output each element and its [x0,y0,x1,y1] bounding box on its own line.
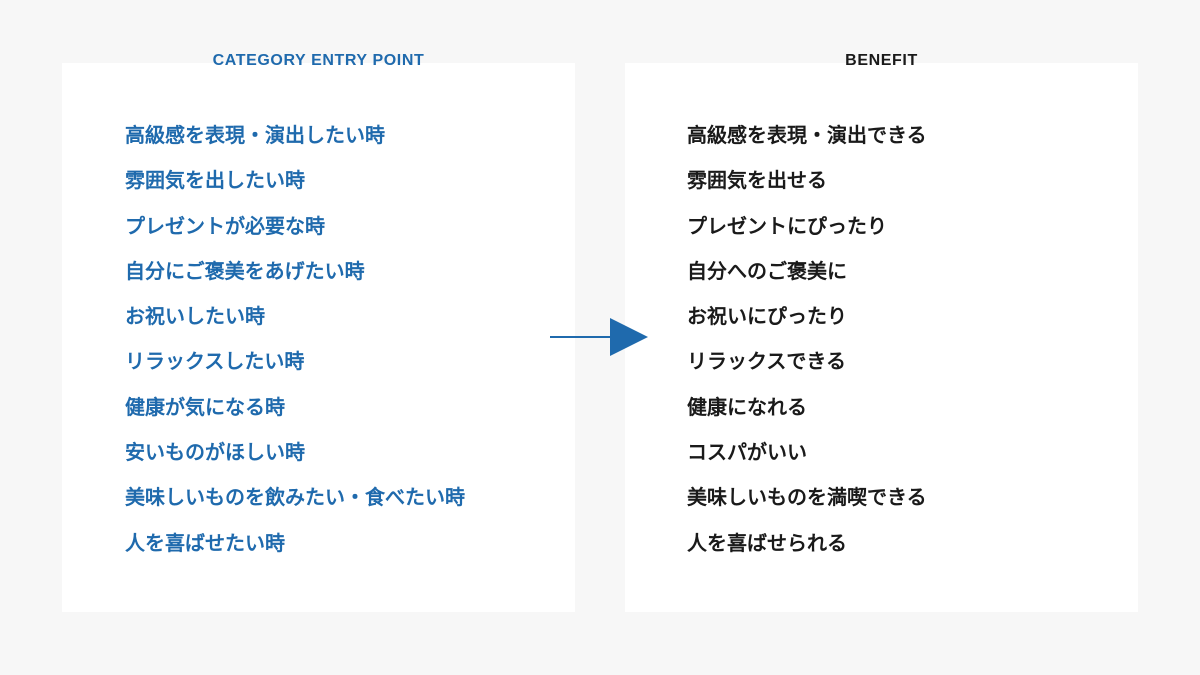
list-item: 雰囲気を出せる [687,168,827,193]
list-item: お祝いしたい時 [125,304,265,329]
list-item: お祝いにぴったり [687,304,847,329]
list-item: 自分にご褒美をあげたい時 [125,258,365,283]
arrow-right-icon [550,318,648,356]
list-item: 美味しいものを飲みたい・食べたい時 [125,485,465,510]
list-item: 美味しいものを満喫できる [687,485,927,510]
list-item: 雰囲気を出したい時 [125,168,305,193]
list-item: 自分へのご褒美に [687,258,847,283]
list-item: リラックスしたい時 [125,349,305,374]
list-item: リラックスできる [687,349,846,374]
list-item: プレゼントにぴったり [687,213,887,238]
list-item: コスパがいい [687,440,807,465]
list-item: 人を喜ばせたい時 [125,530,285,555]
benefit-list: 高級感を表現・演出できる 雰囲気を出せる プレゼントにぴったり 自分へのご褒美に… [687,120,927,573]
list-item: 健康になれる [687,394,807,419]
category-entry-point-list: 高級感を表現・演出したい時 雰囲気を出したい時 プレゼントが必要な時 自分にご褒… [125,120,465,573]
list-item: 高級感を表現・演出できる [687,123,927,147]
list-item: 健康が気になる時 [125,394,285,419]
benefit-panel [625,63,1138,612]
list-item: 高級感を表現・演出したい時 [125,123,385,147]
benefit-heading: BENEFIT [845,52,918,69]
list-item: プレゼントが必要な時 [125,213,325,238]
list-item: 安いものがほしい時 [125,440,305,465]
category-entry-point-panel [62,63,575,612]
list-item: 人を喜ばせられる [687,530,847,555]
category-entry-point-heading: CATEGORY ENTRY POINT [212,52,425,69]
